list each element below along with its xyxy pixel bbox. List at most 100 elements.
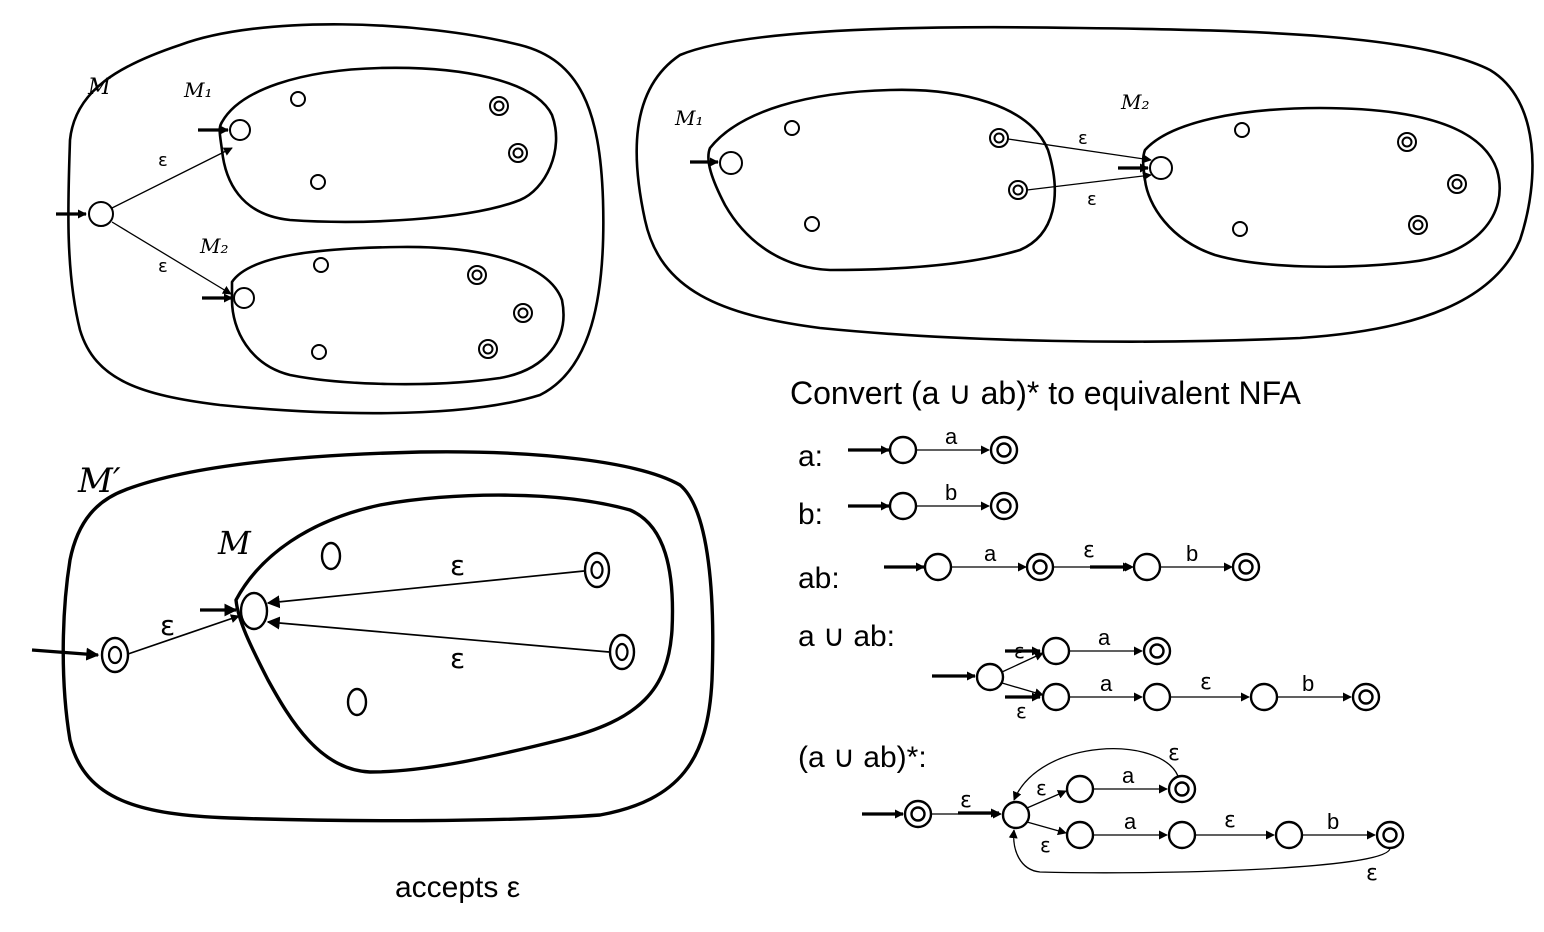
transition-label: a [984, 541, 997, 566]
accept-state [1447, 174, 1467, 194]
outer-machine-label: M [87, 75, 111, 100]
transition-label: ε [1168, 741, 1180, 766]
machine-m1-label: M₁ [183, 78, 213, 102]
state [1041, 636, 1071, 666]
epsilon-transition [1007, 138, 1152, 164]
new-start-state [88, 201, 114, 227]
machine-m1-boundary [707, 88, 1057, 272]
machine-m1-boundary [218, 66, 558, 224]
epsilon-loop-back [266, 616, 610, 653]
state [888, 491, 918, 521]
epsilon-label: ε [1078, 128, 1088, 149]
accept-state [1397, 132, 1417, 152]
transition-label: a [945, 424, 958, 449]
outer-machine-label: M′ [77, 461, 121, 501]
state [888, 435, 918, 465]
accept-state [1142, 636, 1172, 666]
state [310, 174, 326, 190]
new-start-accept-state [100, 636, 130, 674]
state [290, 91, 306, 107]
accept-state [989, 491, 1019, 521]
accept-state [1375, 820, 1405, 850]
m2-start-state [1149, 156, 1173, 180]
epsilon-label: ε [160, 609, 175, 642]
transition-label: b [1327, 809, 1339, 834]
epsilon-loop-back [1012, 748, 1179, 801]
state [1142, 682, 1172, 712]
accept-state [508, 143, 528, 163]
state [1132, 552, 1162, 582]
accept-state [1231, 552, 1261, 582]
row-label: a: [798, 440, 823, 473]
accept-state [989, 435, 1019, 465]
transition-label: ε [1040, 833, 1051, 857]
epsilon-to-m [127, 614, 240, 655]
row-label: a ∪ ab: [798, 620, 895, 653]
machine-m-boundary [234, 493, 675, 774]
state [1041, 682, 1071, 712]
epsilon-label: ε [158, 256, 168, 277]
epsilon-to-m2 [111, 221, 232, 295]
state [346, 687, 368, 717]
epsilon-label: ε [450, 549, 465, 582]
state [311, 344, 327, 360]
outer-machine-m [67, 23, 605, 415]
m1-accept-state [989, 128, 1009, 148]
machine-m2-boundary [1141, 106, 1501, 269]
state [1167, 820, 1197, 850]
transition-label: b [1302, 671, 1314, 696]
row-label: b: [798, 498, 823, 531]
transition-label: a [1100, 671, 1113, 696]
caption: accepts ε [395, 871, 520, 904]
m2-start-state [233, 287, 255, 309]
state [923, 552, 953, 582]
epsilon-loop-back [1008, 829, 1391, 874]
transition-label: a [1098, 625, 1111, 650]
epsilon-transition [1026, 171, 1152, 191]
state [804, 216, 820, 232]
m-accept-state [608, 633, 636, 671]
transition-label: ε [1366, 861, 1378, 886]
outer-machine [635, 25, 1534, 343]
m1-start-state [229, 119, 251, 141]
transition-label: ε [1083, 538, 1095, 563]
state [1232, 221, 1248, 237]
state [1234, 122, 1250, 138]
machine-m2-boundary [230, 245, 565, 386]
epsilon-label: ε [1087, 189, 1097, 210]
accept-state [1351, 682, 1381, 712]
transition-label: a [1124, 809, 1137, 834]
epsilon-label: ε [450, 642, 465, 675]
state [320, 541, 342, 571]
conversion-section: Convert (a ∪ ab)* to equivalent NFA a: a… [790, 375, 1405, 886]
row-label: ab: [798, 562, 840, 595]
transition-label: a [1122, 763, 1135, 788]
conversion-title: Convert (a ∪ ab)* to equivalent NFA [790, 375, 1301, 411]
m-start-state [239, 591, 269, 631]
epsilon-label: ε [158, 150, 168, 171]
state [1065, 820, 1095, 850]
row-label: (a ∪ ab)*: [798, 741, 927, 774]
state [1001, 800, 1031, 830]
transition-label: ε [1014, 639, 1025, 663]
accept-state [1408, 215, 1428, 235]
m1-start-state [719, 151, 743, 175]
epsilon-loop-back [266, 570, 585, 609]
outer-machine-m-prime [61, 450, 715, 823]
star-construction-diagram: M′ M ε ε ε [31, 450, 715, 823]
transition-label: ε [1016, 699, 1027, 723]
epsilon-transition [1026, 821, 1067, 836]
transition-label: b [1186, 541, 1198, 566]
transition-label: ε [1200, 670, 1212, 695]
accept-state [467, 265, 487, 285]
epsilon-transition [1001, 652, 1044, 673]
concatenation-construction-diagram: M₁ M₂ ε ε [635, 25, 1534, 343]
state [313, 257, 329, 273]
inner-machine-label: M [217, 524, 252, 562]
state [975, 662, 1005, 692]
union-construction-diagram: M M₁ M₂ ε ε [56, 23, 605, 415]
state [1249, 682, 1279, 712]
machine-m2-label: M₂ [1120, 90, 1150, 114]
accept-state [513, 303, 533, 323]
